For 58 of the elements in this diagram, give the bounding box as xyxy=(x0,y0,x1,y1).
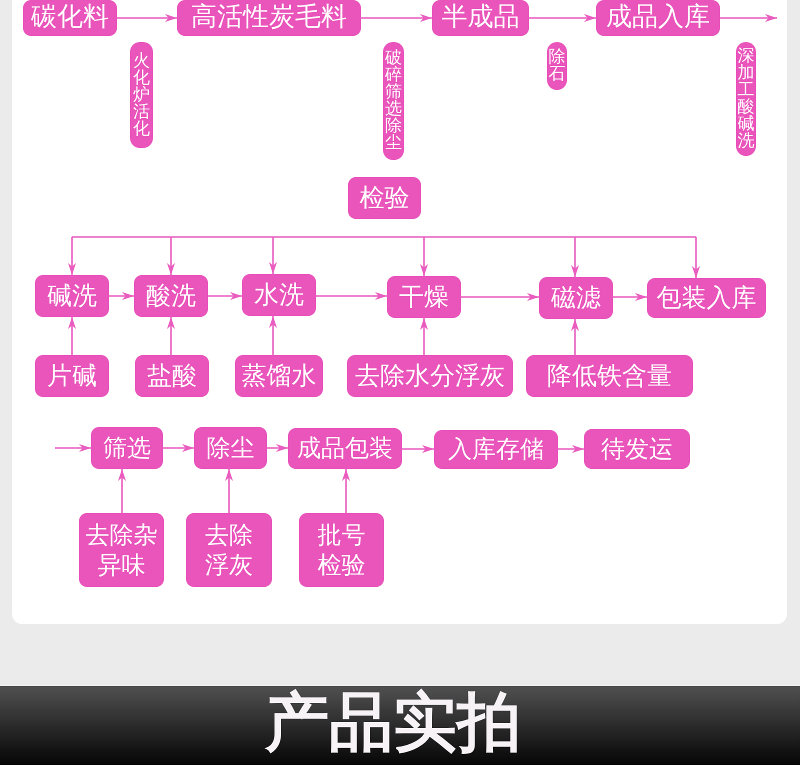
arrow xyxy=(208,292,242,300)
process-box: 酸洗 xyxy=(134,275,208,317)
process-box: 片碱 xyxy=(35,355,109,397)
arrow xyxy=(109,292,134,300)
arrow xyxy=(361,14,432,22)
vertical-tag: 除石 xyxy=(547,42,567,90)
arrow xyxy=(402,445,434,453)
process-box: 碳化料 xyxy=(23,0,117,36)
arrow xyxy=(118,469,126,513)
arrow xyxy=(167,237,175,275)
process-box: 包装入库 xyxy=(647,278,766,318)
arrow xyxy=(529,14,596,22)
arrow xyxy=(225,469,233,513)
arrow xyxy=(558,445,584,453)
arrow xyxy=(461,293,539,301)
process-box: 入库存储 xyxy=(434,430,558,469)
arrow xyxy=(420,237,428,276)
process-box: 筛选 xyxy=(91,427,163,469)
arrow xyxy=(420,318,428,355)
arrow xyxy=(267,444,288,452)
process-box: 除尘 xyxy=(194,427,267,469)
arrow xyxy=(117,14,177,22)
process-box: 水洗 xyxy=(242,274,316,316)
arrow xyxy=(68,237,76,275)
process-box: 批号检验 xyxy=(299,513,384,587)
arrow xyxy=(163,444,194,452)
arrow xyxy=(55,444,91,452)
arrow xyxy=(571,319,579,355)
arrow xyxy=(720,14,777,22)
process-box: 高活性炭毛料 xyxy=(177,0,361,36)
vertical-tag: 深加工酸碱洗 xyxy=(736,42,756,156)
process-box: 去除水分浮灰 xyxy=(347,355,513,397)
process-box: 盐酸 xyxy=(135,355,209,397)
vertical-tag: 火化炉活化 xyxy=(130,42,153,148)
arrow xyxy=(269,237,277,274)
process-box: 降低铁含量 xyxy=(526,355,693,397)
process-box: 蒸馏水 xyxy=(235,355,323,397)
connector-line xyxy=(72,236,696,238)
arrow xyxy=(692,237,700,278)
arrow xyxy=(68,317,76,355)
process-box: 干燥 xyxy=(387,276,461,318)
process-box: 碱洗 xyxy=(35,275,109,317)
vertical-tag: 破碎筛选除尘 xyxy=(383,42,404,160)
arrow xyxy=(571,237,579,277)
process-box: 待发运 xyxy=(584,429,690,469)
process-box: 去除浮灰 xyxy=(186,513,272,587)
arrow xyxy=(269,316,277,355)
process-box: 磁滤 xyxy=(539,277,613,319)
arrow xyxy=(613,293,647,301)
arrow xyxy=(167,317,175,355)
arrow xyxy=(316,292,387,300)
process-box: 半成品 xyxy=(432,0,529,36)
process-box: 检验 xyxy=(348,177,421,219)
process-box: 去除杂异味 xyxy=(79,513,164,587)
arrow xyxy=(342,469,350,513)
process-box: 成品包装 xyxy=(288,428,402,469)
section-heading: 产品实拍 xyxy=(265,691,521,755)
process-box: 成品入库 xyxy=(596,0,720,36)
